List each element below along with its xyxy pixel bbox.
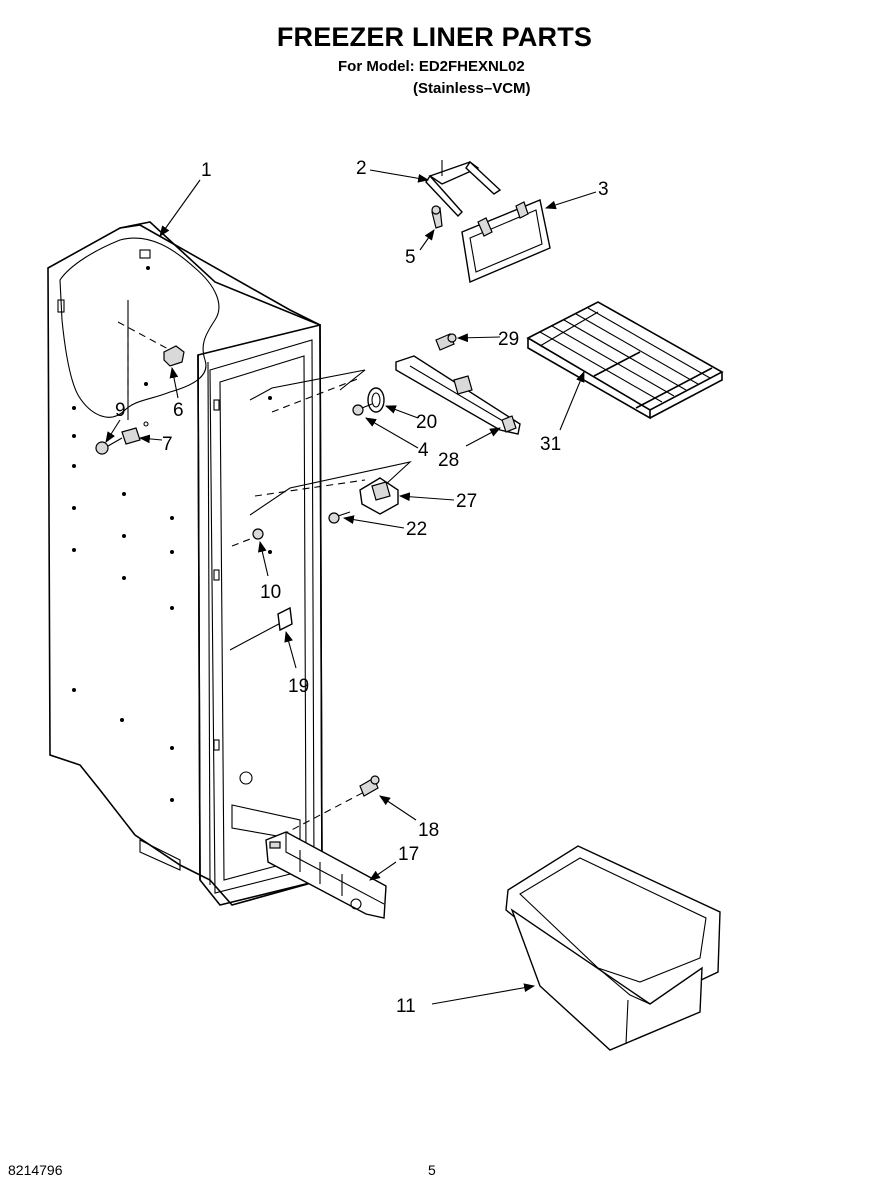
callout-6: 6 (173, 400, 184, 421)
callout-28: 28 (438, 450, 459, 471)
callout-17: 17 (398, 844, 419, 865)
callout-20: 20 (416, 412, 437, 433)
callout-29: 29 (498, 329, 519, 350)
callout-4: 4 (418, 440, 429, 461)
page-title: FREEZER LINER PARTS (276, 22, 593, 52)
callout-7: 7 (162, 434, 173, 455)
callout-5: 5 (405, 247, 416, 268)
variant-line: (Stainless–VCM) (413, 80, 531, 97)
part-11-bin (505, 845, 721, 1051)
part-19-clip (277, 606, 293, 632)
callout-9: 9 (115, 400, 126, 421)
page-number: 5 (428, 1162, 436, 1178)
part-7-bracket (121, 421, 149, 445)
model-line: For Model: ED2FHEXNL02 (338, 58, 525, 75)
callout-2: 2 (356, 158, 367, 179)
callout-27: 27 (456, 491, 477, 512)
part-18-screw (359, 775, 380, 797)
callout-3: 3 (598, 179, 609, 200)
part-17-trim (265, 831, 387, 919)
part-27-bracket (359, 477, 399, 515)
part-2-bracket (425, 160, 502, 218)
callout-10: 10 (260, 582, 281, 603)
part-28-rail (395, 355, 521, 435)
part-9-screw (95, 437, 123, 455)
part-5-screw (431, 205, 443, 229)
part-22-screw (328, 511, 351, 524)
part-3-frame (461, 199, 551, 283)
callout-18: 18 (418, 820, 439, 841)
part-29-screw (435, 333, 457, 351)
leader-lines (105, 169, 597, 1005)
part-10-screw (252, 528, 264, 540)
part-31-wire-shelf (526, 301, 724, 420)
part-4-screw (352, 403, 373, 416)
callout-11: 11 (396, 996, 416, 1017)
part-6-clip (163, 345, 185, 367)
callout-19: 19 (288, 676, 309, 697)
callout-1: 1 (201, 160, 212, 181)
callout-22: 22 (406, 519, 427, 540)
document-number: 8214796 (8, 1162, 63, 1178)
part-20-support (367, 387, 385, 413)
freezer-liner (47, 221, 323, 906)
callout-31: 31 (540, 434, 561, 455)
